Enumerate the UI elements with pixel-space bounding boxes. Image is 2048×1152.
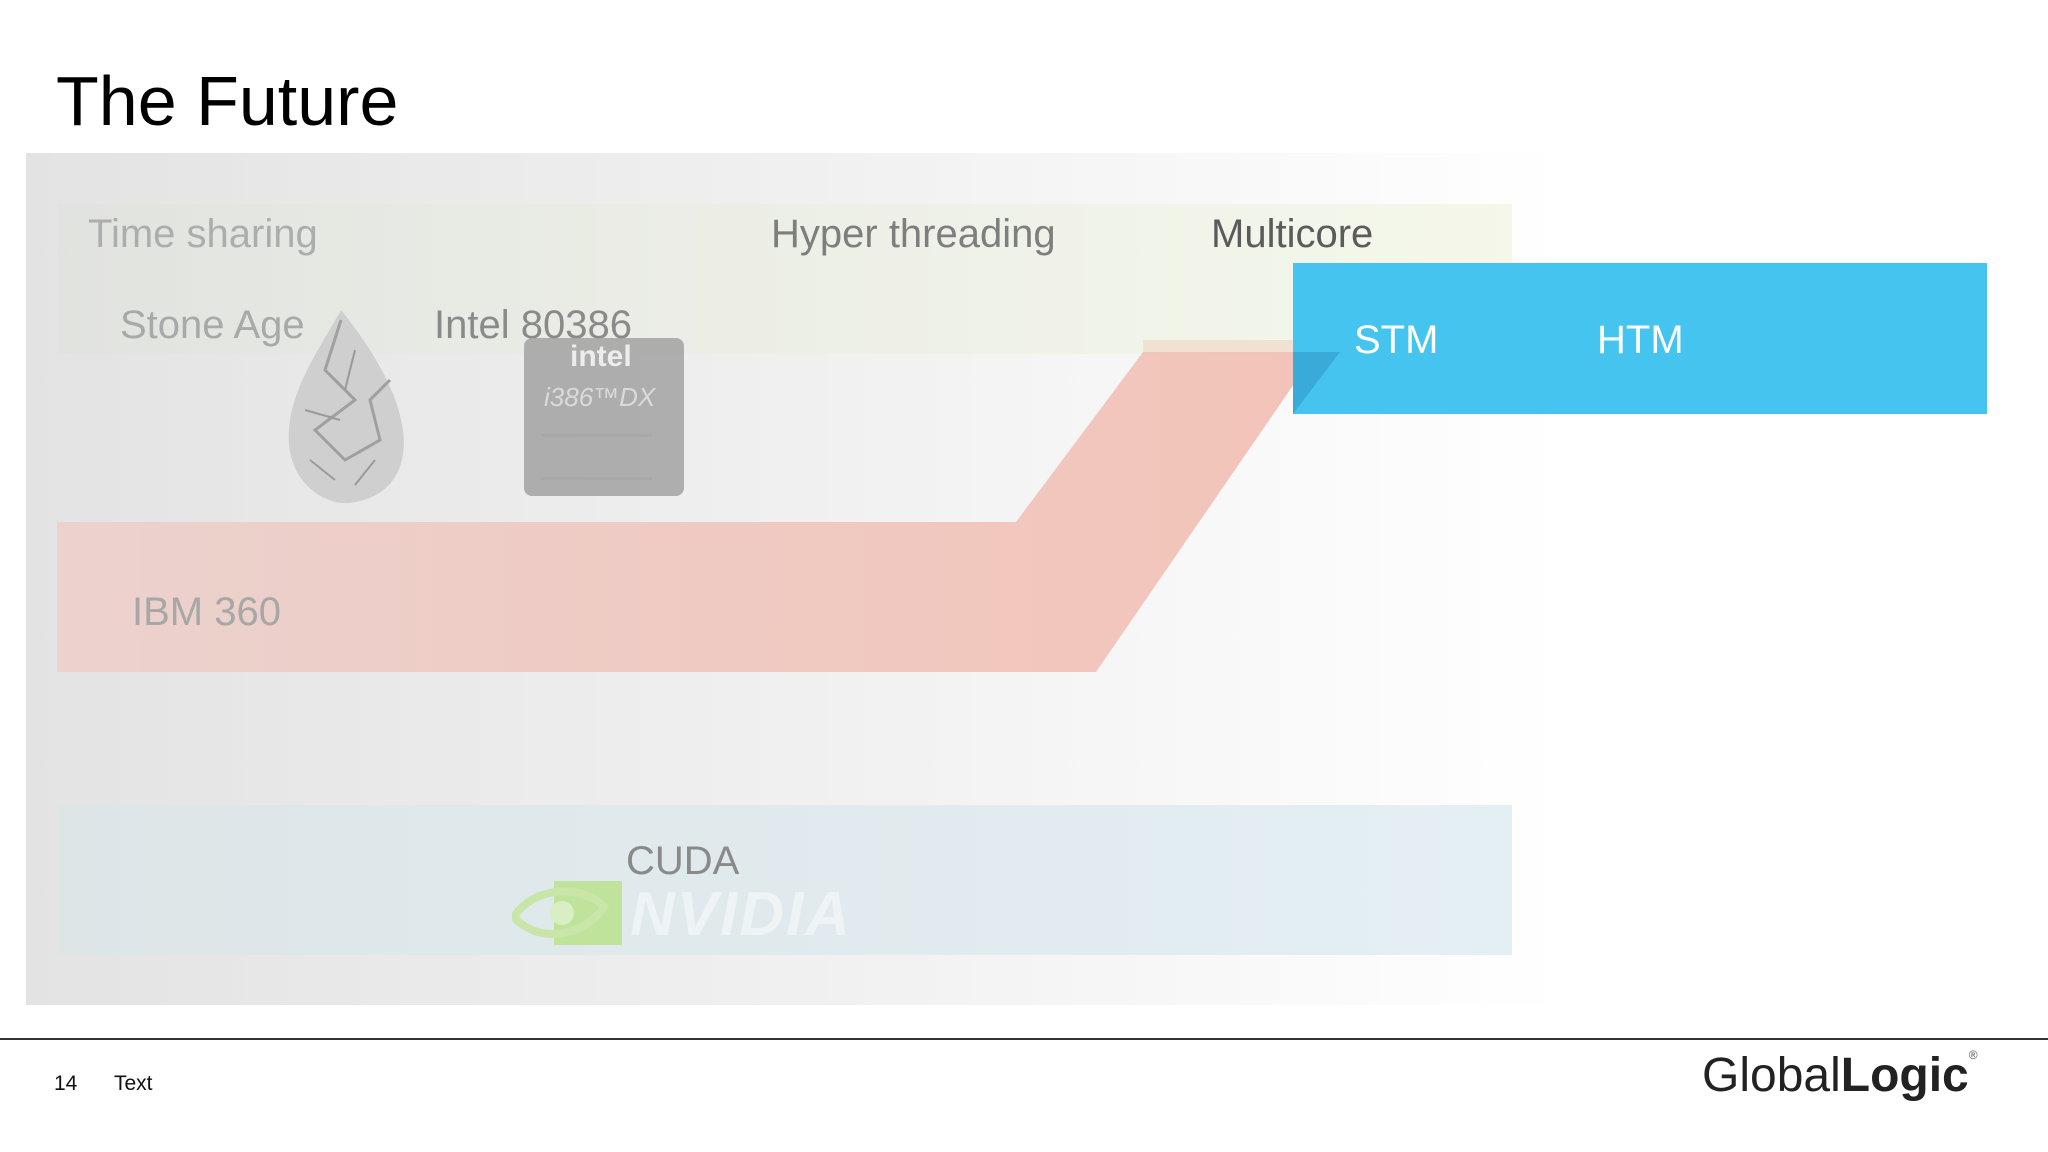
label-htm: HTM bbox=[1597, 318, 1684, 362]
stm-overlap bbox=[1293, 352, 1340, 414]
footer-divider bbox=[0, 1038, 2048, 1040]
nvidia-eye-icon bbox=[509, 881, 622, 945]
ibm-360-band bbox=[57, 352, 1316, 672]
nvidia-wordmark: NVIDIA bbox=[630, 880, 853, 949]
label-time-sharing: Time sharing bbox=[88, 212, 318, 256]
slide-title: The Future bbox=[56, 62, 399, 140]
cuda-band bbox=[57, 805, 1512, 955]
label-ibm-360: IBM 360 bbox=[132, 590, 281, 634]
time-sharing-band bbox=[57, 204, 1512, 354]
chip-markings bbox=[542, 434, 652, 480]
page-number: 14 bbox=[54, 1072, 78, 1095]
intel-chip-icon: intel i386™DX bbox=[524, 338, 684, 496]
stone-icon bbox=[288, 310, 404, 504]
nvidia-logo-icon: NVIDIA bbox=[509, 877, 850, 954]
chip-model: i386™DX bbox=[544, 382, 656, 412]
connector-hyper-to-stm bbox=[1143, 340, 1293, 352]
label-cuda: CUDA bbox=[626, 839, 740, 883]
stm-htm-band bbox=[1293, 263, 1987, 414]
label-stone-age: Stone Age bbox=[120, 303, 305, 347]
logo-light-part: Global bbox=[1702, 1049, 1841, 1102]
label-stm: STM bbox=[1354, 318, 1439, 362]
footer-text: Text bbox=[114, 1072, 153, 1095]
label-multicore: Multicore bbox=[1211, 212, 1374, 256]
chip-brand: intel bbox=[570, 340, 632, 373]
logo-bold-part: Logic bbox=[1840, 1049, 1969, 1102]
label-hyper-threading: Hyper threading bbox=[771, 212, 1056, 256]
logo-registered-mark: ® bbox=[1968, 1048, 1978, 1062]
globallogic-logo: GlobalLogic® bbox=[1702, 1048, 1978, 1103]
